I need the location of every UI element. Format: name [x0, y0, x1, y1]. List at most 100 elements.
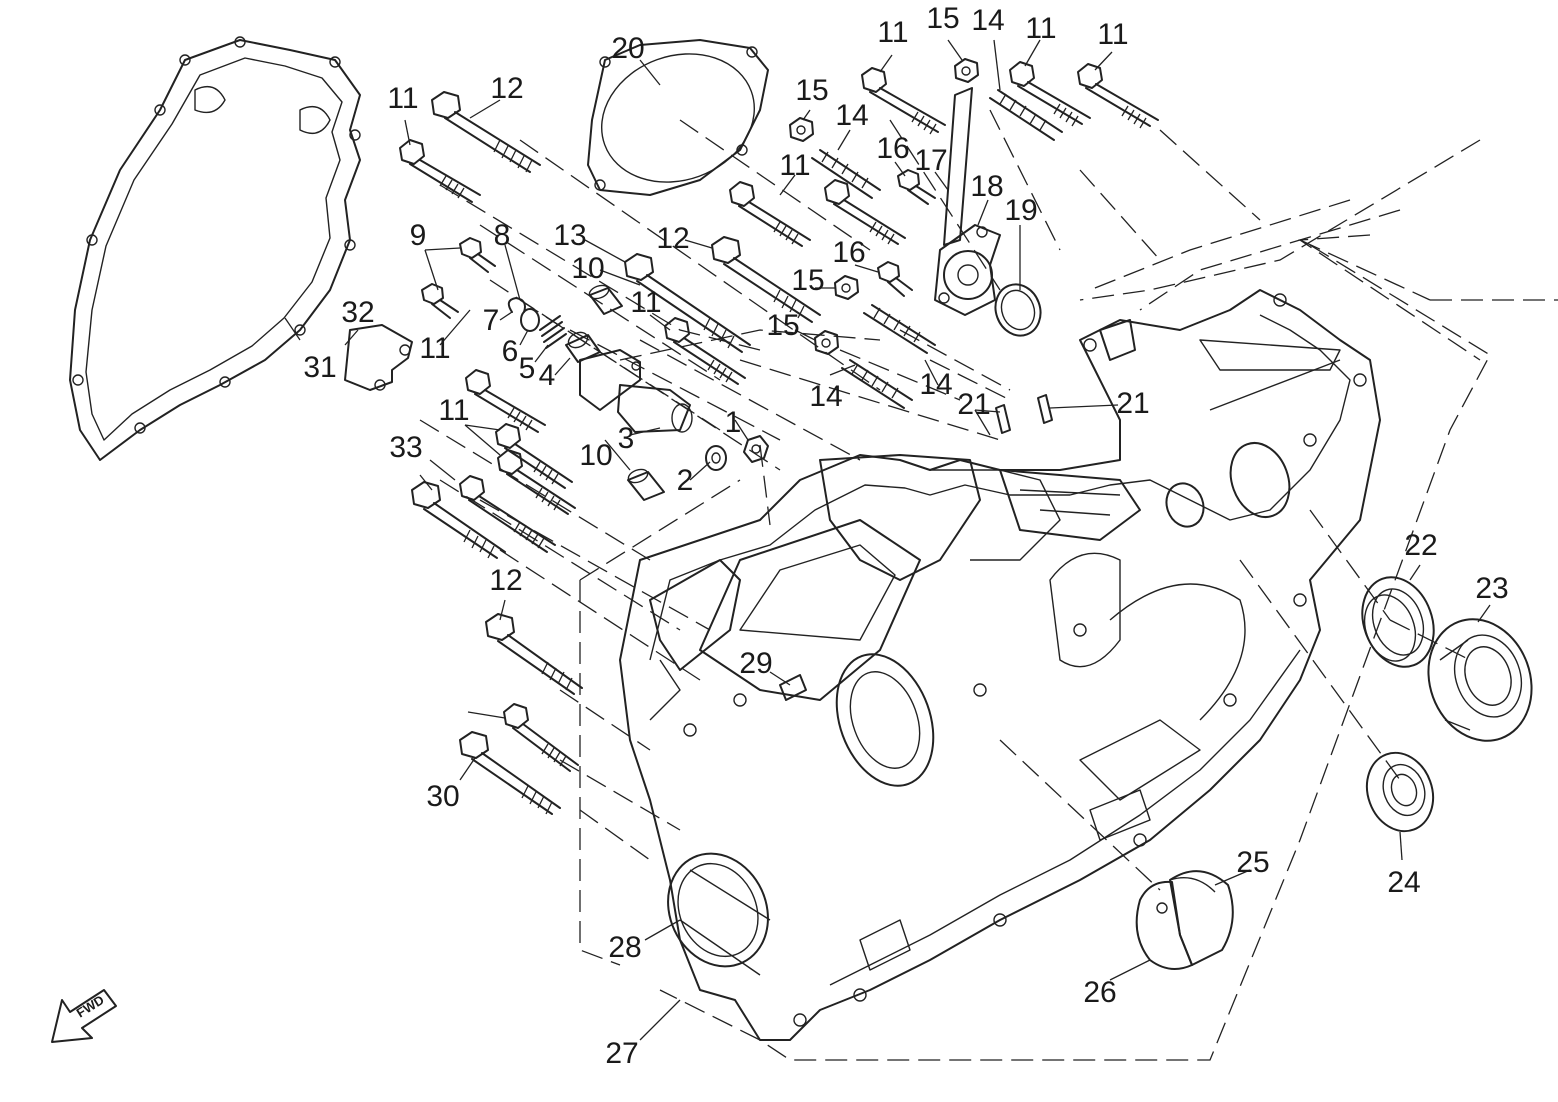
callout-31: 31 — [303, 351, 336, 384]
oil-seal-22 — [1361, 576, 1435, 668]
leader-lines — [284, 39, 1491, 1041]
callout-7: 7 — [483, 304, 500, 337]
bushing-26 — [1135, 880, 1193, 970]
callout-14-lower-left: 14 — [809, 380, 842, 413]
pump-18 — [934, 224, 1001, 316]
callout-14-upper: 14 — [835, 99, 868, 132]
stud — [811, 149, 881, 199]
callout-15-middle: 15 — [791, 264, 824, 297]
callout-16-middle: 16 — [832, 236, 865, 269]
callout-15-top: 15 — [926, 2, 959, 35]
bolt — [824, 179, 906, 245]
callout-6: 6 — [502, 335, 519, 368]
callout-10-bottom: 10 — [579, 439, 612, 472]
callout-26: 26 — [1083, 976, 1116, 1009]
callout-23: 23 — [1475, 572, 1508, 605]
bolt — [459, 237, 496, 273]
tensioner-assembly — [344, 284, 769, 501]
callout-4: 4 — [539, 359, 556, 392]
callout-12-middle: 12 — [656, 222, 689, 255]
callout-22: 22 — [1404, 529, 1437, 562]
guide-32 — [344, 324, 413, 391]
callout-14-top: 14 — [971, 4, 1004, 37]
bolt — [459, 475, 556, 553]
bracket-17 — [943, 87, 973, 246]
callout-11-center: 11 — [630, 286, 661, 319]
bolt — [711, 236, 821, 323]
washer-2 — [705, 445, 727, 471]
callout-29: 29 — [739, 647, 772, 680]
bolt — [485, 613, 583, 695]
plunger-4 — [565, 331, 601, 363]
callout-19: 19 — [1004, 194, 1037, 227]
callout-10-top: 10 — [571, 252, 604, 285]
bolt — [1077, 63, 1159, 129]
callout-20: 20 — [611, 32, 644, 65]
callout-17: 17 — [914, 144, 947, 177]
callout-33: 33 — [389, 431, 422, 464]
callout-28: 28 — [608, 931, 641, 964]
callout-15-upper: 15 — [795, 74, 828, 107]
bearing-23 — [1427, 618, 1533, 742]
cover-gasket-31 — [69, 36, 361, 461]
callout-11-lower-left: 11 — [438, 394, 469, 427]
bolt — [465, 369, 546, 433]
callout-18: 18 — [970, 170, 1003, 203]
snap-ring-7 — [507, 297, 526, 313]
bolt-1 — [743, 435, 769, 463]
dowel-pin-21a — [995, 404, 1011, 434]
callout-9: 9 — [410, 219, 427, 252]
stud — [863, 304, 936, 354]
round-gasket-20 — [587, 39, 769, 196]
nut — [789, 117, 814, 142]
bolt — [897, 169, 936, 205]
callout-5: 5 — [519, 352, 536, 385]
callout-13: 13 — [553, 219, 586, 252]
callout-21-right: 21 — [1116, 387, 1149, 420]
bearing-24 — [1365, 751, 1435, 833]
nut — [834, 275, 859, 300]
callout-12-top: 12 — [490, 72, 523, 105]
bolt — [459, 731, 561, 815]
callout-14-lower-right: 14 — [919, 368, 952, 401]
callout-8: 8 — [494, 219, 511, 252]
bushing-25 — [1169, 870, 1234, 966]
jet-29 — [779, 674, 807, 701]
callout-11-top-2: 11 — [1025, 12, 1056, 45]
spring-5 — [539, 315, 567, 349]
callout-27: 27 — [605, 1037, 638, 1070]
bolt — [431, 91, 541, 173]
bolts — [399, 61, 1159, 815]
callout-21-left: 21 — [957, 388, 990, 421]
callout-3: 3 — [618, 422, 635, 455]
bolt — [624, 253, 751, 353]
crankcase-27 — [619, 289, 1381, 1041]
callout-1: 1 — [725, 406, 742, 439]
callout-25: 25 — [1236, 846, 1269, 879]
forward-arrow-icon: FWD — [51, 989, 117, 1043]
dowel-10a — [588, 284, 623, 315]
stud — [841, 359, 913, 409]
bolt — [497, 449, 576, 515]
studs-and-nuts — [789, 58, 1063, 409]
callout-labels: 1 2 3 4 5 6 7 8 9 10 10 11 11 11 11 11 1… — [303, 2, 1508, 1070]
bolt — [503, 703, 579, 772]
dowel-10b — [627, 468, 665, 501]
o-ring-19 — [994, 283, 1042, 337]
bolt — [861, 67, 946, 135]
washer-6 — [520, 308, 540, 332]
callout-11-middle: 11 — [779, 149, 810, 182]
stud — [989, 89, 1063, 141]
dowel-pin-21b — [1037, 394, 1053, 424]
nut — [814, 330, 839, 355]
nut — [954, 58, 979, 83]
callout-11-left: 11 — [419, 332, 450, 365]
callout-11-top-1: 11 — [877, 16, 908, 49]
bolt — [495, 423, 573, 489]
callout-24: 24 — [1387, 866, 1420, 899]
assembly-dashed-lines — [419, 109, 1558, 1061]
callout-15-lower: 15 — [766, 309, 799, 342]
callout-30: 30 — [426, 780, 459, 813]
callout-11-upper-left: 11 — [387, 82, 418, 115]
